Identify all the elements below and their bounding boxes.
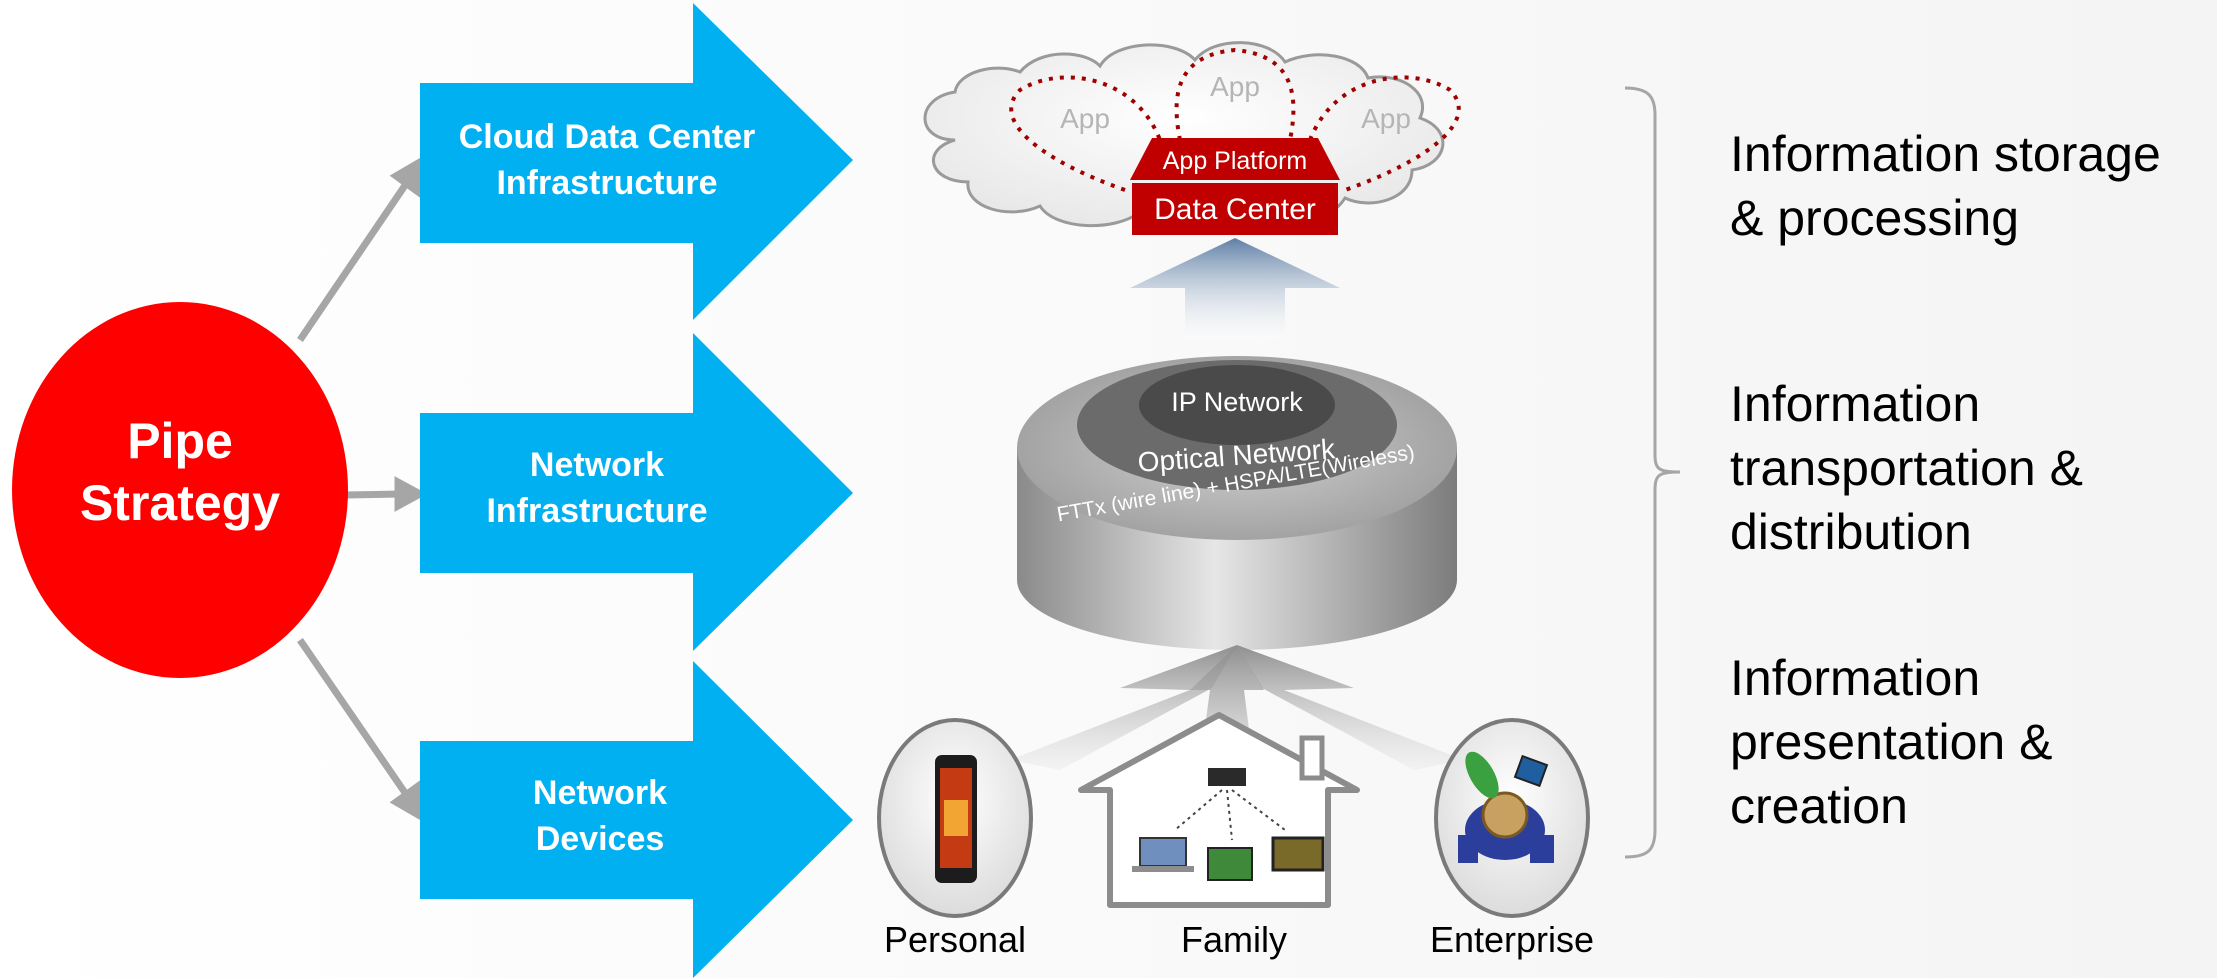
uplink-arrow xyxy=(1130,238,1340,340)
pipe-label-line1: Pipe xyxy=(127,413,233,469)
monitor-icon xyxy=(1207,847,1253,881)
layer-transport-line1: Information xyxy=(1730,376,1981,432)
arrow-network-infrastructure xyxy=(420,333,853,651)
device-label-enterprise: Enterprise xyxy=(1429,919,1595,960)
arrow-cloud-line1: Cloud Data Center xyxy=(458,118,756,156)
layer-presentation-line1: Information xyxy=(1730,650,1981,706)
handheld-icon xyxy=(1513,754,1549,788)
arrow-netdev-line2: Devices xyxy=(535,820,665,858)
layer-transport-line2: transportation & xyxy=(1730,440,2083,496)
app-loop-left xyxy=(1009,75,1162,192)
network-cylinder xyxy=(1017,356,1457,650)
pipe-strategy-circle xyxy=(12,302,348,678)
layer-storage-line2: & processing xyxy=(1730,190,2020,246)
layer-transportation-distribution: Information transportation & distributio… xyxy=(1730,372,2083,564)
layer-transport-line3: distribution xyxy=(1730,504,1972,560)
arrow-cloud-data-center xyxy=(420,3,853,320)
app-label-right: App xyxy=(1361,103,1411,134)
layer-storage-line1: Information storage xyxy=(1730,126,2161,182)
layer-presentation-line2: presentation & xyxy=(1730,714,2053,770)
connector-top xyxy=(297,176,413,342)
arrow-label-cloud: Cloud Data Center Infrastructure xyxy=(447,114,767,206)
layer-presentation-line3: creation xyxy=(1730,778,1908,834)
layer-storage-processing: Information storage & processing xyxy=(1730,122,2161,250)
app-loop-right xyxy=(1308,75,1461,192)
layers-bracket xyxy=(1624,86,1681,859)
enterprise-device xyxy=(1434,718,1590,918)
tablet-icon xyxy=(1271,836,1325,872)
router-icon xyxy=(1208,768,1246,786)
device-label-personal: Personal xyxy=(883,919,1027,960)
arrow-network-devices xyxy=(420,661,853,978)
arrow-netinfra-line2: Infrastructure xyxy=(486,492,708,530)
pipe-strategy-label: Pipe Strategy xyxy=(40,410,320,534)
app-label-left: App xyxy=(1060,103,1110,134)
arrow-label-network-infrastructure: Network Infrastructure xyxy=(437,442,757,534)
arrow-netdev-line1: Network xyxy=(532,774,668,812)
arrow-cloud-line2: Infrastructure xyxy=(496,164,718,202)
app-platform-label: App Platform xyxy=(1163,147,1308,175)
app-loop-center xyxy=(1174,47,1296,141)
connector-arrows xyxy=(297,155,428,823)
laptop-icon xyxy=(1139,837,1187,867)
data-center-box xyxy=(1132,183,1338,235)
arrow-label-network-devices: Network Devices xyxy=(440,770,760,862)
layer-presentation-creation: Information presentation & creation xyxy=(1730,646,2052,838)
device-label-family: Family xyxy=(1181,919,1287,960)
arrow-netinfra-line1: Network xyxy=(529,446,665,484)
connector-bottom xyxy=(297,638,413,802)
pipe-label-line2: Strategy xyxy=(79,475,281,531)
app-loops xyxy=(1009,47,1461,192)
data-center-label: Data Center xyxy=(1154,193,1316,226)
family-house xyxy=(1078,712,1360,908)
personal-device xyxy=(877,718,1033,918)
connector-middle xyxy=(344,490,401,499)
app-label-center: App xyxy=(1210,71,1260,102)
ip-network-label: IP Network xyxy=(1171,387,1303,417)
app-platform-roof xyxy=(1130,138,1340,180)
ip-network-core xyxy=(1139,365,1335,445)
